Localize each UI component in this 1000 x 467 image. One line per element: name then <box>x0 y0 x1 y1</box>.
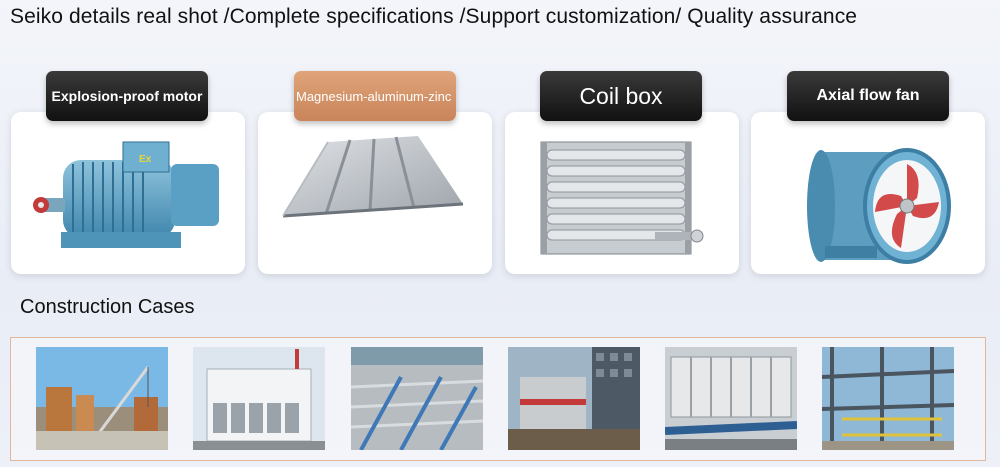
construction-cases-title: Construction Cases <box>20 296 195 318</box>
product-label-panel: Magnesium-aluminum-zinc <box>294 71 456 121</box>
case-photo-4[interactable] <box>508 347 640 450</box>
case-photo-3[interactable] <box>351 347 483 450</box>
steel-structure-photo <box>822 347 954 450</box>
crane-site-photo <box>36 347 168 450</box>
case-photo-1[interactable] <box>36 347 168 450</box>
product-label-fan: Axial flow fan <box>787 71 949 121</box>
cooling-tower-photo <box>193 347 325 450</box>
case-photo-6[interactable] <box>822 347 954 450</box>
svg-text:Ex: Ex <box>139 154 152 165</box>
coil-box-icon <box>540 141 704 255</box>
product-label-motor: Explosion-proof motor <box>46 71 208 121</box>
product-card-coil[interactable] <box>505 112 739 274</box>
product-card-fan[interactable] <box>751 112 985 274</box>
explosion-proof-motor-icon: Ex <box>33 141 219 248</box>
product-label-coil: Coil box <box>540 71 702 121</box>
building-tower-photo <box>508 347 640 450</box>
case-photo-5[interactable] <box>665 347 797 450</box>
case-photo-2[interactable] <box>193 347 325 450</box>
axial-flow-fan-icon <box>807 148 951 264</box>
metal-roof-panel-icon <box>282 136 464 218</box>
rooftop-piping-photo <box>351 347 483 450</box>
page-headline: Seiko details real shot /Complete specif… <box>10 5 858 28</box>
product-card-motor[interactable]: Ex <box>11 112 245 274</box>
product-card-panel[interactable] <box>258 112 492 274</box>
cooling-unit-row-photo <box>665 347 797 450</box>
